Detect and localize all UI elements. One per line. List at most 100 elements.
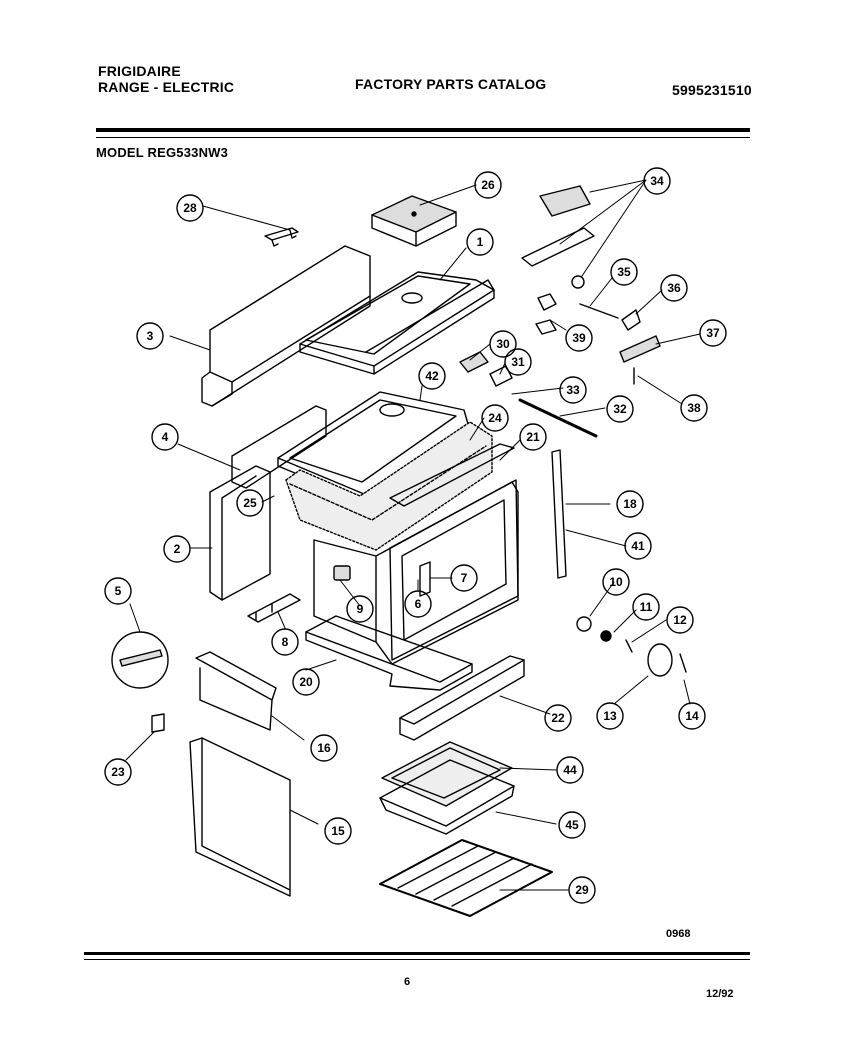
part-control-36	[621, 309, 641, 331]
diagram-code: 0968	[666, 928, 691, 940]
callout-1: 1	[466, 228, 494, 256]
svg-text:34: 34	[650, 174, 664, 188]
part-broiler-pan-44	[381, 741, 513, 807]
product-line: RANGE - ELECTRIC	[98, 79, 235, 95]
svg-text:22: 22	[551, 711, 565, 725]
callout-26: 26	[474, 171, 502, 199]
svg-text:11: 11	[640, 600, 653, 614]
part-wire-35	[579, 303, 619, 319]
svg-text:16: 16	[317, 741, 331, 755]
callout-16: 16	[310, 734, 338, 762]
part-rod-32	[518, 398, 598, 438]
svg-text:21: 21	[526, 430, 540, 444]
header-rule-thin	[96, 137, 750, 138]
svg-text:44: 44	[563, 763, 577, 777]
callout-4: 4	[151, 423, 179, 451]
part-oven-cavity	[313, 443, 519, 665]
callout-23: 23	[104, 758, 132, 786]
callout-20: 20	[292, 668, 320, 696]
svg-text:12: 12	[673, 613, 687, 627]
svg-text:3: 3	[147, 329, 154, 343]
header-rule-thick	[96, 128, 750, 132]
model-label: MODEL REG533NW3	[96, 145, 229, 160]
part-vent-26	[371, 195, 457, 247]
svg-text:30: 30	[496, 337, 510, 351]
callout-10: 10	[602, 568, 630, 596]
svg-text:23: 23	[111, 765, 125, 779]
print-date: 12/92	[706, 988, 734, 1000]
svg-text:1: 1	[477, 235, 484, 249]
part-kick-panel-22	[399, 655, 525, 741]
part-insulation-24	[285, 421, 493, 551]
leader-lines	[125, 179, 701, 891]
part-cooktop-1	[299, 271, 495, 375]
part-bracket-28	[264, 227, 299, 247]
part-back-panel-3	[201, 245, 371, 407]
svg-text:31: 31	[511, 355, 525, 369]
callout-35: 35	[610, 258, 638, 286]
svg-text:36: 36	[667, 281, 681, 295]
catalog-number: 5995231510	[672, 82, 752, 98]
svg-text:7: 7	[461, 571, 468, 585]
svg-text:25: 25	[243, 496, 257, 510]
part-side-panel-4	[231, 405, 327, 489]
callout-12: 12	[666, 606, 694, 634]
part-broiler-pan-45	[379, 759, 515, 835]
part-hinge-18	[551, 449, 567, 579]
part-bottom-panel-15	[189, 737, 291, 897]
svg-text:32: 32	[613, 402, 627, 416]
callout-11: 11	[632, 593, 660, 621]
callout-36: 36	[660, 274, 688, 302]
callout-34: 34	[643, 167, 671, 195]
svg-text:38: 38	[687, 401, 701, 415]
callout-21: 21	[519, 423, 547, 451]
callout-7: 7	[450, 564, 478, 592]
part-element-7	[419, 561, 431, 597]
callout-24: 24	[481, 404, 509, 432]
callout-22: 22	[544, 704, 572, 732]
svg-text:13: 13	[603, 709, 617, 723]
callout-25: 25	[236, 489, 264, 517]
callout-44: 44	[556, 756, 584, 784]
callout-3: 3	[136, 322, 164, 350]
part-panel-16	[195, 651, 277, 731]
svg-text:39: 39	[572, 331, 586, 345]
callout-39: 39	[565, 324, 593, 352]
part-block-30	[459, 351, 489, 373]
callout-15: 15	[324, 817, 352, 845]
brand-name: FRIGIDAIRE	[98, 63, 181, 79]
callout-41: 41	[624, 532, 652, 560]
svg-text:2: 2	[174, 542, 181, 556]
svg-text:9: 9	[357, 602, 364, 616]
svg-text:10: 10	[609, 575, 623, 589]
svg-text:28: 28	[183, 201, 197, 215]
svg-text:33: 33	[566, 383, 580, 397]
svg-text:5: 5	[115, 584, 122, 598]
svg-text:8: 8	[282, 635, 289, 649]
callout-33: 33	[559, 376, 587, 404]
part-terminal-5	[111, 631, 169, 689]
part-bottom-pan-20	[305, 615, 473, 691]
callout-45: 45	[558, 811, 586, 839]
part-bracket-23	[151, 713, 165, 733]
svg-text:4: 4	[162, 430, 169, 444]
callout-5: 5	[104, 577, 132, 605]
part-side-panel-2	[209, 465, 271, 601]
callout-38: 38	[680, 394, 708, 422]
callout-13: 13	[596, 702, 624, 730]
page-number: 6	[404, 976, 411, 988]
svg-text:6: 6	[415, 597, 422, 611]
callout-18: 18	[616, 490, 644, 518]
callout-30: 30	[489, 330, 517, 358]
catalog-title: FACTORY PARTS CATALOG	[355, 76, 547, 92]
callout-9: 9	[346, 595, 374, 623]
callout-28: 28	[176, 194, 204, 222]
svg-text:45: 45	[565, 818, 579, 832]
callout-32: 32	[606, 395, 634, 423]
part-knob-parts	[576, 616, 687, 677]
svg-text:35: 35	[617, 265, 631, 279]
callout-37: 37	[699, 319, 727, 347]
svg-text:18: 18	[623, 497, 637, 511]
part-bracket-8	[247, 593, 301, 623]
svg-text:20: 20	[299, 675, 313, 689]
